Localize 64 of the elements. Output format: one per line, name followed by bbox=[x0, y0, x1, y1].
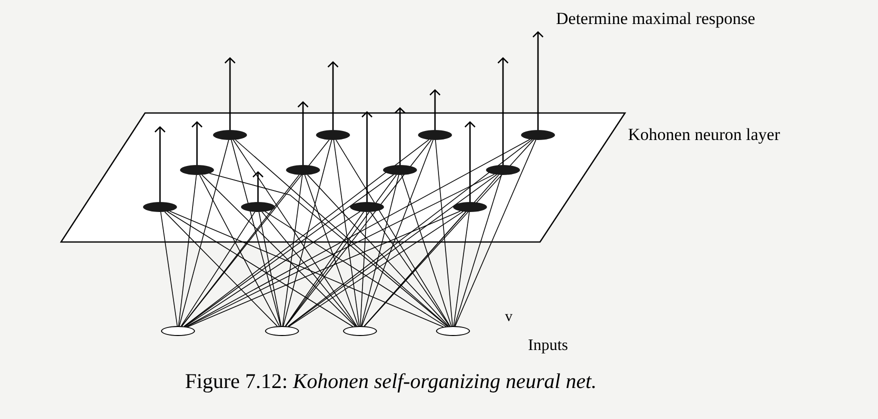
layer-label: Kohonen neuron layer bbox=[628, 124, 780, 146]
connection-line bbox=[264, 211, 446, 327]
connection-line bbox=[370, 212, 450, 326]
input-ellipse bbox=[436, 326, 470, 336]
connection-line bbox=[364, 139, 534, 327]
output-arrow bbox=[429, 89, 441, 130]
connection-line bbox=[454, 140, 536, 326]
input-ellipse bbox=[343, 326, 377, 336]
output-arrow bbox=[464, 121, 476, 202]
output-arrow bbox=[224, 57, 236, 130]
connection-line bbox=[362, 140, 434, 326]
connection-line bbox=[288, 139, 532, 327]
connection-line bbox=[307, 174, 449, 327]
connection-line bbox=[235, 139, 448, 327]
connection-line bbox=[230, 140, 282, 326]
output-arrow bbox=[497, 57, 509, 165]
connection-line bbox=[336, 140, 450, 326]
connection-line bbox=[201, 174, 356, 327]
connection-line bbox=[285, 139, 432, 327]
connection-line bbox=[401, 174, 452, 326]
connection-line bbox=[285, 174, 397, 326]
output-arrow bbox=[154, 126, 166, 202]
output-arrow bbox=[394, 107, 406, 165]
connection-line bbox=[164, 211, 278, 327]
connection-line bbox=[181, 139, 330, 327]
output-arrow bbox=[327, 61, 339, 130]
text-label: v bbox=[505, 308, 512, 327]
text-label: Inputs bbox=[528, 336, 568, 356]
connection-line bbox=[178, 140, 230, 326]
connection-line bbox=[262, 211, 356, 327]
connection-line bbox=[288, 174, 498, 327]
output-arrow bbox=[361, 111, 373, 202]
connection-line bbox=[258, 212, 282, 326]
connection-line bbox=[284, 212, 364, 326]
connection-line bbox=[282, 174, 303, 326]
input-ellipse bbox=[161, 326, 195, 336]
connection-line bbox=[232, 140, 358, 326]
connection-line bbox=[184, 174, 394, 327]
connection-line bbox=[454, 174, 502, 326]
text-label: Determine maximal response bbox=[556, 8, 756, 30]
connection-line bbox=[304, 174, 359, 326]
connection-line bbox=[160, 212, 178, 326]
connection-line bbox=[199, 174, 280, 326]
connection-line bbox=[180, 212, 256, 326]
output-arrow bbox=[532, 31, 544, 130]
figure-caption: Figure 7.12: Kohonen self-organizing neural net. bbox=[185, 368, 597, 395]
output-arrow bbox=[297, 101, 309, 165]
connection-line bbox=[186, 139, 530, 327]
connection-line bbox=[184, 139, 430, 327]
connection-line bbox=[186, 174, 495, 328]
output-arrow bbox=[191, 121, 203, 165]
connection-line bbox=[178, 174, 197, 326]
connection-line bbox=[364, 211, 466, 327]
connection-line bbox=[333, 140, 360, 326]
connection-line bbox=[435, 140, 453, 326]
input-ellipse bbox=[265, 326, 299, 336]
connection-line bbox=[360, 174, 400, 326]
connection-line bbox=[181, 174, 300, 327]
connection-line bbox=[360, 212, 368, 326]
output-arrow bbox=[252, 171, 264, 202]
connection-line bbox=[453, 212, 470, 326]
connection-line bbox=[282, 140, 332, 326]
connection-line bbox=[209, 172, 448, 327]
connection-line bbox=[288, 211, 464, 327]
